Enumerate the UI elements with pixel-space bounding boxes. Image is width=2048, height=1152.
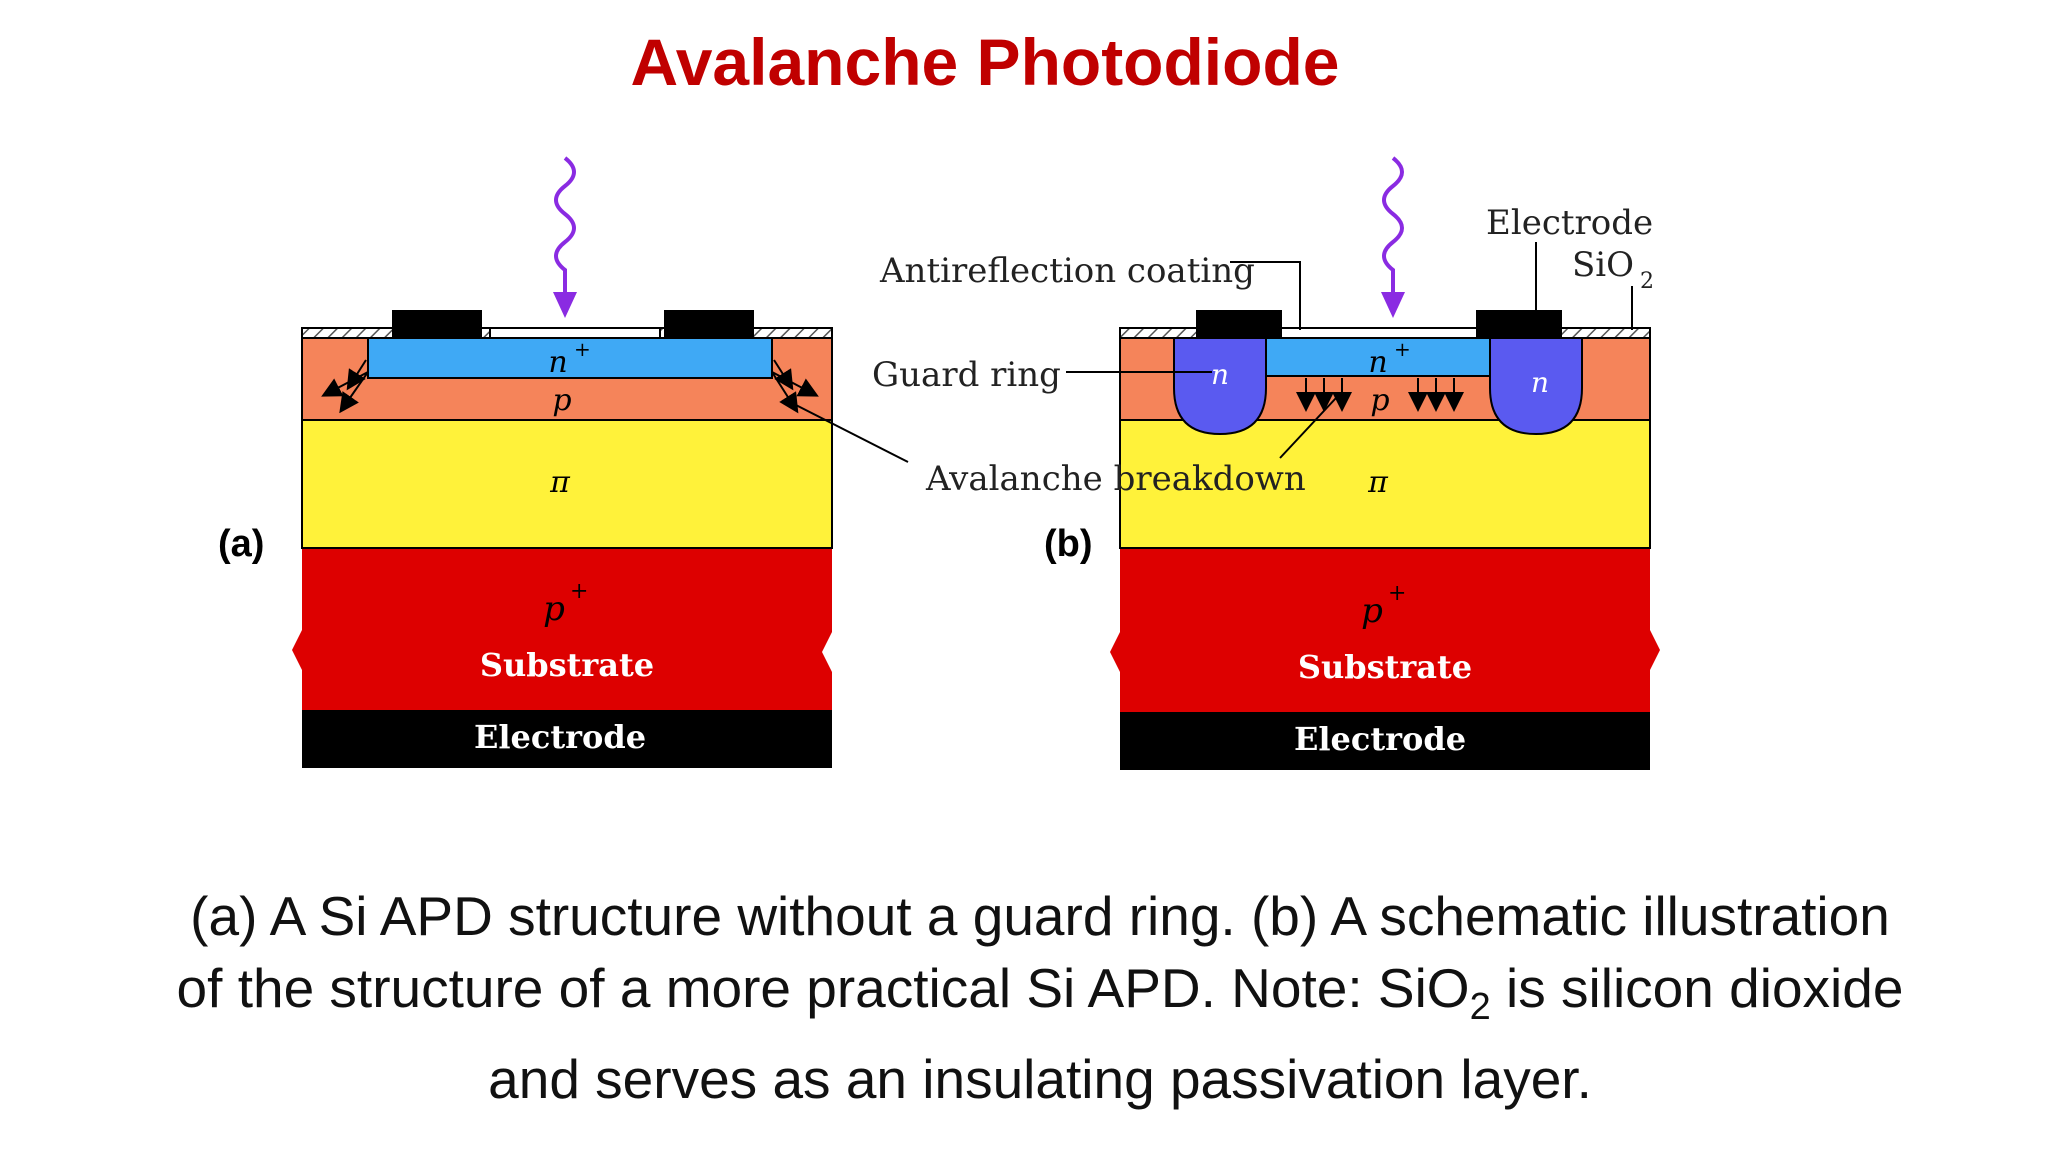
- panel-a-substrate: [292, 548, 832, 710]
- panel-a: n + p π p + Substrate Electrode (a): [218, 156, 833, 768]
- panel-b-pi-label: π: [1367, 465, 1389, 500]
- panel-a-pi-layer: [301, 419, 833, 549]
- panel-a-substrate-label: Substrate: [480, 646, 654, 684]
- panel-b: n + p n n π p + Substrate Electrode (b) …: [1044, 156, 1660, 770]
- caption-line-2-sub: 2: [1469, 986, 1491, 1028]
- panel-b-p-plus-label: p: [1361, 591, 1383, 631]
- callouts: Antireflection coating Guard ring Avalan…: [789, 251, 1337, 499]
- panel-a-edge-breakdown-arrows: [321, 359, 819, 414]
- page-title: Avalanche Photodiode: [630, 25, 1340, 99]
- panel-b-substrate: [1110, 548, 1660, 712]
- panel-b-photon-icon: [1382, 156, 1404, 296]
- panel-a-photon-icon: [554, 156, 576, 296]
- panel-b-p-plus-sup: +: [1388, 581, 1406, 606]
- panel-b-pi-layer: [1119, 419, 1651, 549]
- panel-b-guard-n-left-label: n: [1211, 358, 1229, 391]
- panel-a-p-plus-sup: +: [570, 579, 588, 604]
- panel-a-p-plus-label: p: [543, 589, 565, 629]
- caption-line-3: and serves as an insulating passivation …: [488, 1048, 1592, 1110]
- caption-line-2-pre: of the structure of a more practical Si …: [176, 957, 1470, 1019]
- panel-a-n-plus-layer: [367, 337, 773, 379]
- panel-b-label: (b): [1044, 523, 1093, 565]
- figure-caption: (a) A Si APD structure without a guard r…: [60, 880, 2020, 1115]
- panel-b-guard-ring-left: [1173, 337, 1267, 436]
- panel-b-n-plus-layer: [1261, 337, 1493, 377]
- panel-b-substrate-label: Substrate: [1298, 648, 1472, 686]
- panel-a-top-electrode-right: [664, 310, 754, 338]
- caption-line-2-post: is silicon dioxide: [1490, 957, 1904, 1019]
- avalanche-callout: Avalanche breakdown: [925, 459, 1306, 499]
- panel-b-n-plus-label: n: [1368, 345, 1387, 380]
- panel-b-top-electrode-left: [1196, 310, 1282, 338]
- caption-line-2: of the structure of a more practical Si …: [60, 952, 2020, 1043]
- panel-a-n-plus-sup: +: [574, 337, 591, 361]
- panel-b-guard-n-right-label: n: [1531, 366, 1549, 399]
- panel-a-electrode-label: Electrode: [474, 718, 646, 756]
- panel-b-n-plus-sup: +: [1394, 337, 1411, 361]
- panel-b-p-label: p: [1370, 383, 1389, 418]
- panel-b-sio2-sub: 2: [1640, 269, 1654, 294]
- panel-a-p-label: p: [552, 383, 571, 418]
- guard-ring-callout: Guard ring: [872, 355, 1061, 395]
- panel-b-top-electrode-right: [1476, 310, 1562, 338]
- panel-b-bottom-electrode: [1120, 712, 1650, 770]
- panel-a-bottom-electrode: [302, 710, 832, 768]
- panel-b-top-electrode-label: Electrode: [1486, 203, 1653, 243]
- antireflection-callout: Antireflection coating: [879, 251, 1255, 291]
- panel-b-avalanche-arrows: [1296, 378, 1464, 412]
- panel-b-sio2-label: SiO: [1572, 245, 1634, 285]
- panel-a-label: (a): [218, 523, 264, 565]
- panel-b-guard-ring-right: [1489, 337, 1583, 436]
- panel-b-electrode-label: Electrode: [1294, 720, 1466, 758]
- panel-a-pi-label: π: [549, 465, 571, 500]
- panel-a-top-electrode-left: [392, 310, 482, 338]
- caption-line-1: (a) A Si APD structure without a guard r…: [190, 885, 1890, 947]
- panel-a-n-plus-label: n: [548, 345, 567, 380]
